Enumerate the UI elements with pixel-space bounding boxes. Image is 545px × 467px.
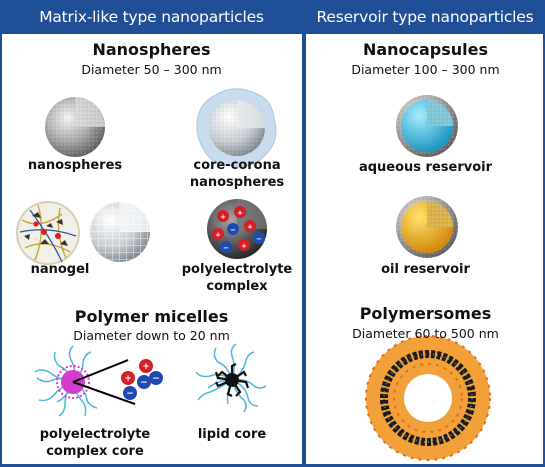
- label-core-corona-nanospheres: core-corona nanospheres: [189, 158, 285, 190]
- label-lipid-core: lipid core: [197, 427, 267, 442]
- micelles-title: Polymer micelles: [74, 307, 229, 326]
- grid-sphere-image: [90, 202, 150, 262]
- frame-border-right: [543, 0, 545, 467]
- svg-text:−: −: [126, 389, 134, 399]
- nanogel-image: [16, 201, 80, 265]
- polymersomes-title: Polymersomes: [359, 304, 492, 323]
- svg-text:−: −: [152, 374, 160, 384]
- polyelectrolyte-complex-image: + + + − + − + −: [207, 199, 267, 259]
- svg-text:−: −: [140, 378, 148, 388]
- oil-reservoir-image: [396, 196, 458, 258]
- nanospheres-title: Nanospheres: [92, 40, 211, 59]
- core-corona-nanosphere-image: [196, 88, 277, 167]
- frame-border-bottom: [0, 464, 545, 467]
- label-nanospheres: nanospheres: [27, 158, 123, 173]
- svg-text:+: +: [142, 362, 150, 372]
- polymersomes-subtitle: Diameter 60 to 500 nm: [352, 326, 499, 341]
- label-aqueous-reservoir: aqueous reservoir: [358, 160, 493, 175]
- nanosphere-image: [45, 97, 105, 157]
- frame-border-left: [0, 0, 2, 467]
- svg-text:+: +: [237, 209, 243, 217]
- svg-text:−: −: [256, 235, 262, 243]
- column-divider: [302, 0, 306, 467]
- svg-text:−: −: [223, 244, 229, 252]
- header-reservoir: Reservoir type nanoparticles: [305, 0, 545, 34]
- nanocapsules-subtitle: Diameter 100 – 300 nm: [351, 62, 500, 77]
- micelles-subtitle: Diameter down to 20 nm: [73, 328, 230, 343]
- polymersome-image: [365, 335, 491, 461]
- header-matrix-like: Matrix-like type nanoparticles: [0, 0, 303, 34]
- svg-text:−: −: [230, 226, 236, 234]
- label-nanogel: nanogel: [30, 262, 90, 277]
- svg-text:+: +: [124, 374, 132, 384]
- label-pec-core: polyelectrolyte complex core: [39, 427, 151, 459]
- svg-text:+: +: [220, 213, 226, 221]
- nanocapsules-title: Nanocapsules: [362, 40, 489, 59]
- pec-core-micelle-image: + + − − −: [34, 345, 163, 417]
- aqueous-reservoir-image: [396, 95, 458, 157]
- lipid-core-micelle-image: [195, 343, 267, 413]
- label-polyelectrolyte-complex: polyelectrolyte complex: [181, 262, 293, 294]
- nanospheres-subtitle: Diameter 50 – 300 nm: [81, 62, 222, 77]
- svg-text:+: +: [241, 242, 247, 250]
- svg-text:+: +: [215, 231, 221, 239]
- label-oil-reservoir: oil reservoir: [381, 262, 470, 277]
- svg-text:+: +: [247, 223, 253, 231]
